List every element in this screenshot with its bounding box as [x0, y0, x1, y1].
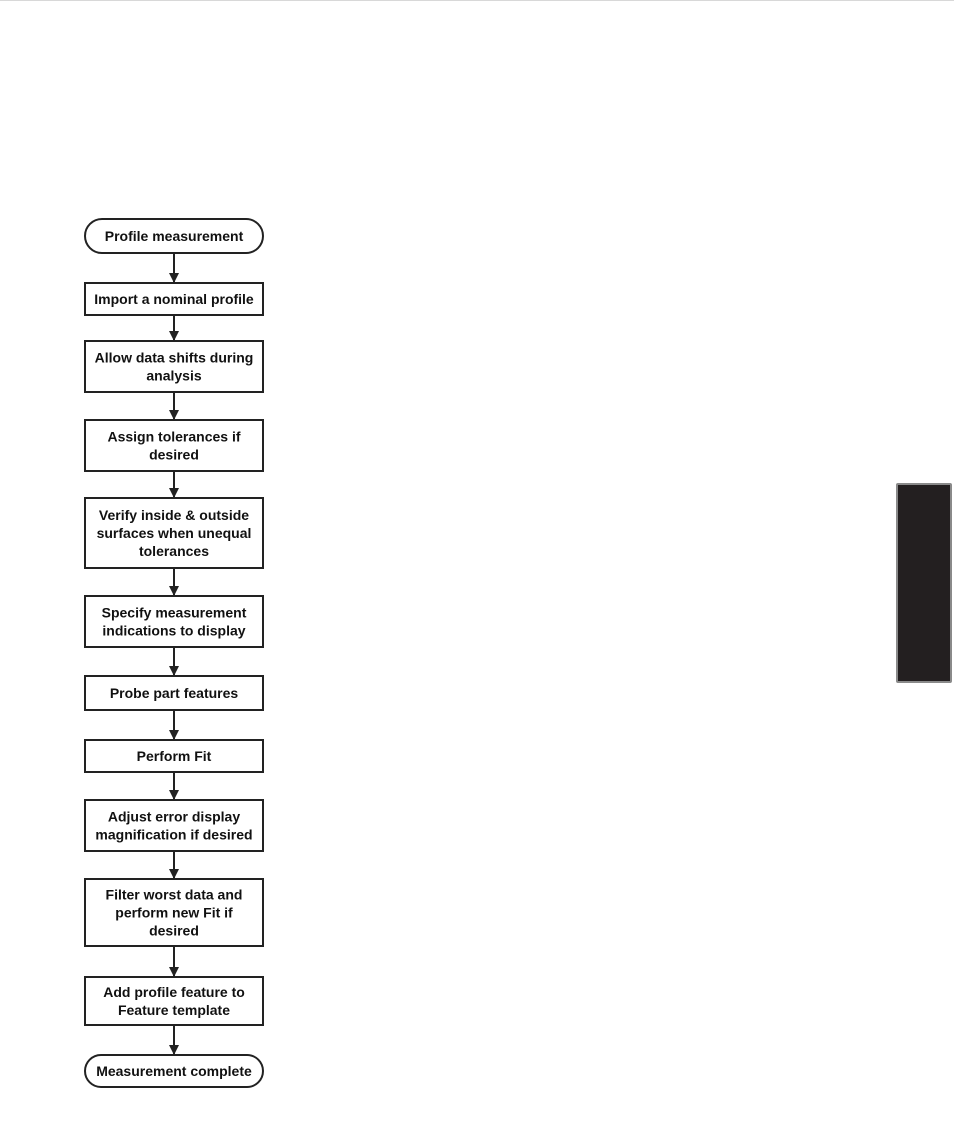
node-magnification: Adjust error display magnification if des…: [84, 799, 264, 852]
node-filter: Filter worst data and perform new Fit if d…: [84, 878, 264, 947]
node-probe-shape: [84, 675, 264, 711]
node-add-label-line: Feature template: [118, 1002, 230, 1018]
node-import-label-line: Import a nominal profile: [94, 291, 254, 307]
node-tolerances-label-line: Assign tolerances if: [107, 429, 240, 445]
node-tolerances: Assign tolerances if desired: [84, 419, 264, 472]
node-verify-shape: [84, 497, 264, 569]
node-add: Add profile feature to Feature template: [84, 976, 264, 1026]
node-probe-label-line: Probe part features: [110, 685, 239, 701]
node-tolerances-shape: [84, 419, 264, 472]
top-rule: [0, 0, 954, 1]
node-shifts-label-line: analysis: [146, 368, 201, 384]
node-indications-shape: [84, 595, 264, 648]
node-end-shape: [84, 1054, 264, 1088]
node-probe: Probe part features: [84, 675, 264, 711]
node-start: Profile measurement: [84, 218, 264, 254]
node-filter-label-line: Filter worst data and: [106, 887, 243, 903]
node-indications-label-line: Specify measurement: [102, 605, 247, 621]
node-magnification-label-line: magnification if desired: [95, 827, 252, 843]
node-indications-label-line: indications to display: [102, 623, 245, 639]
node-verify-label-line: Verify inside & outside: [99, 507, 249, 523]
node-end-label-line: Measurement complete: [96, 1063, 252, 1079]
node-verify-label-line: tolerances: [139, 543, 209, 559]
node-fit-label-line: Perform Fit: [137, 748, 212, 764]
node-filter-shape: [84, 878, 264, 947]
node-indications: Specify measurement indications to displa…: [84, 595, 264, 648]
node-magnification-label-line: Adjust error display: [108, 809, 240, 825]
node-shifts-label-line: Allow data shifts during: [95, 350, 254, 366]
node-verify-label-line: surfaces when unequal: [97, 525, 252, 541]
node-add-shape: [84, 976, 264, 1026]
node-shifts-shape: [84, 340, 264, 393]
node-end: Measurement complete: [84, 1054, 264, 1088]
node-shifts: Allow data shifts during analysis: [84, 340, 264, 393]
node-verify: Verify inside & outside surfaces when une…: [84, 497, 264, 569]
node-magnification-shape: [84, 799, 264, 852]
node-import: Import a nominal profile: [84, 282, 264, 316]
node-fit-shape: [84, 739, 264, 773]
node-tolerances-label-line: desired: [149, 447, 199, 463]
node-add-label-line: Add profile feature to: [103, 984, 245, 1000]
node-start-label-line: Profile measurement: [105, 228, 244, 244]
side-tab: [896, 483, 952, 683]
node-filter-label-line: perform new Fit if: [115, 905, 233, 921]
node-start-shape: [84, 218, 264, 254]
node-import-shape: [84, 282, 264, 316]
node-fit: Perform Fit: [84, 739, 264, 773]
node-filter-label-line: desired: [149, 923, 199, 939]
